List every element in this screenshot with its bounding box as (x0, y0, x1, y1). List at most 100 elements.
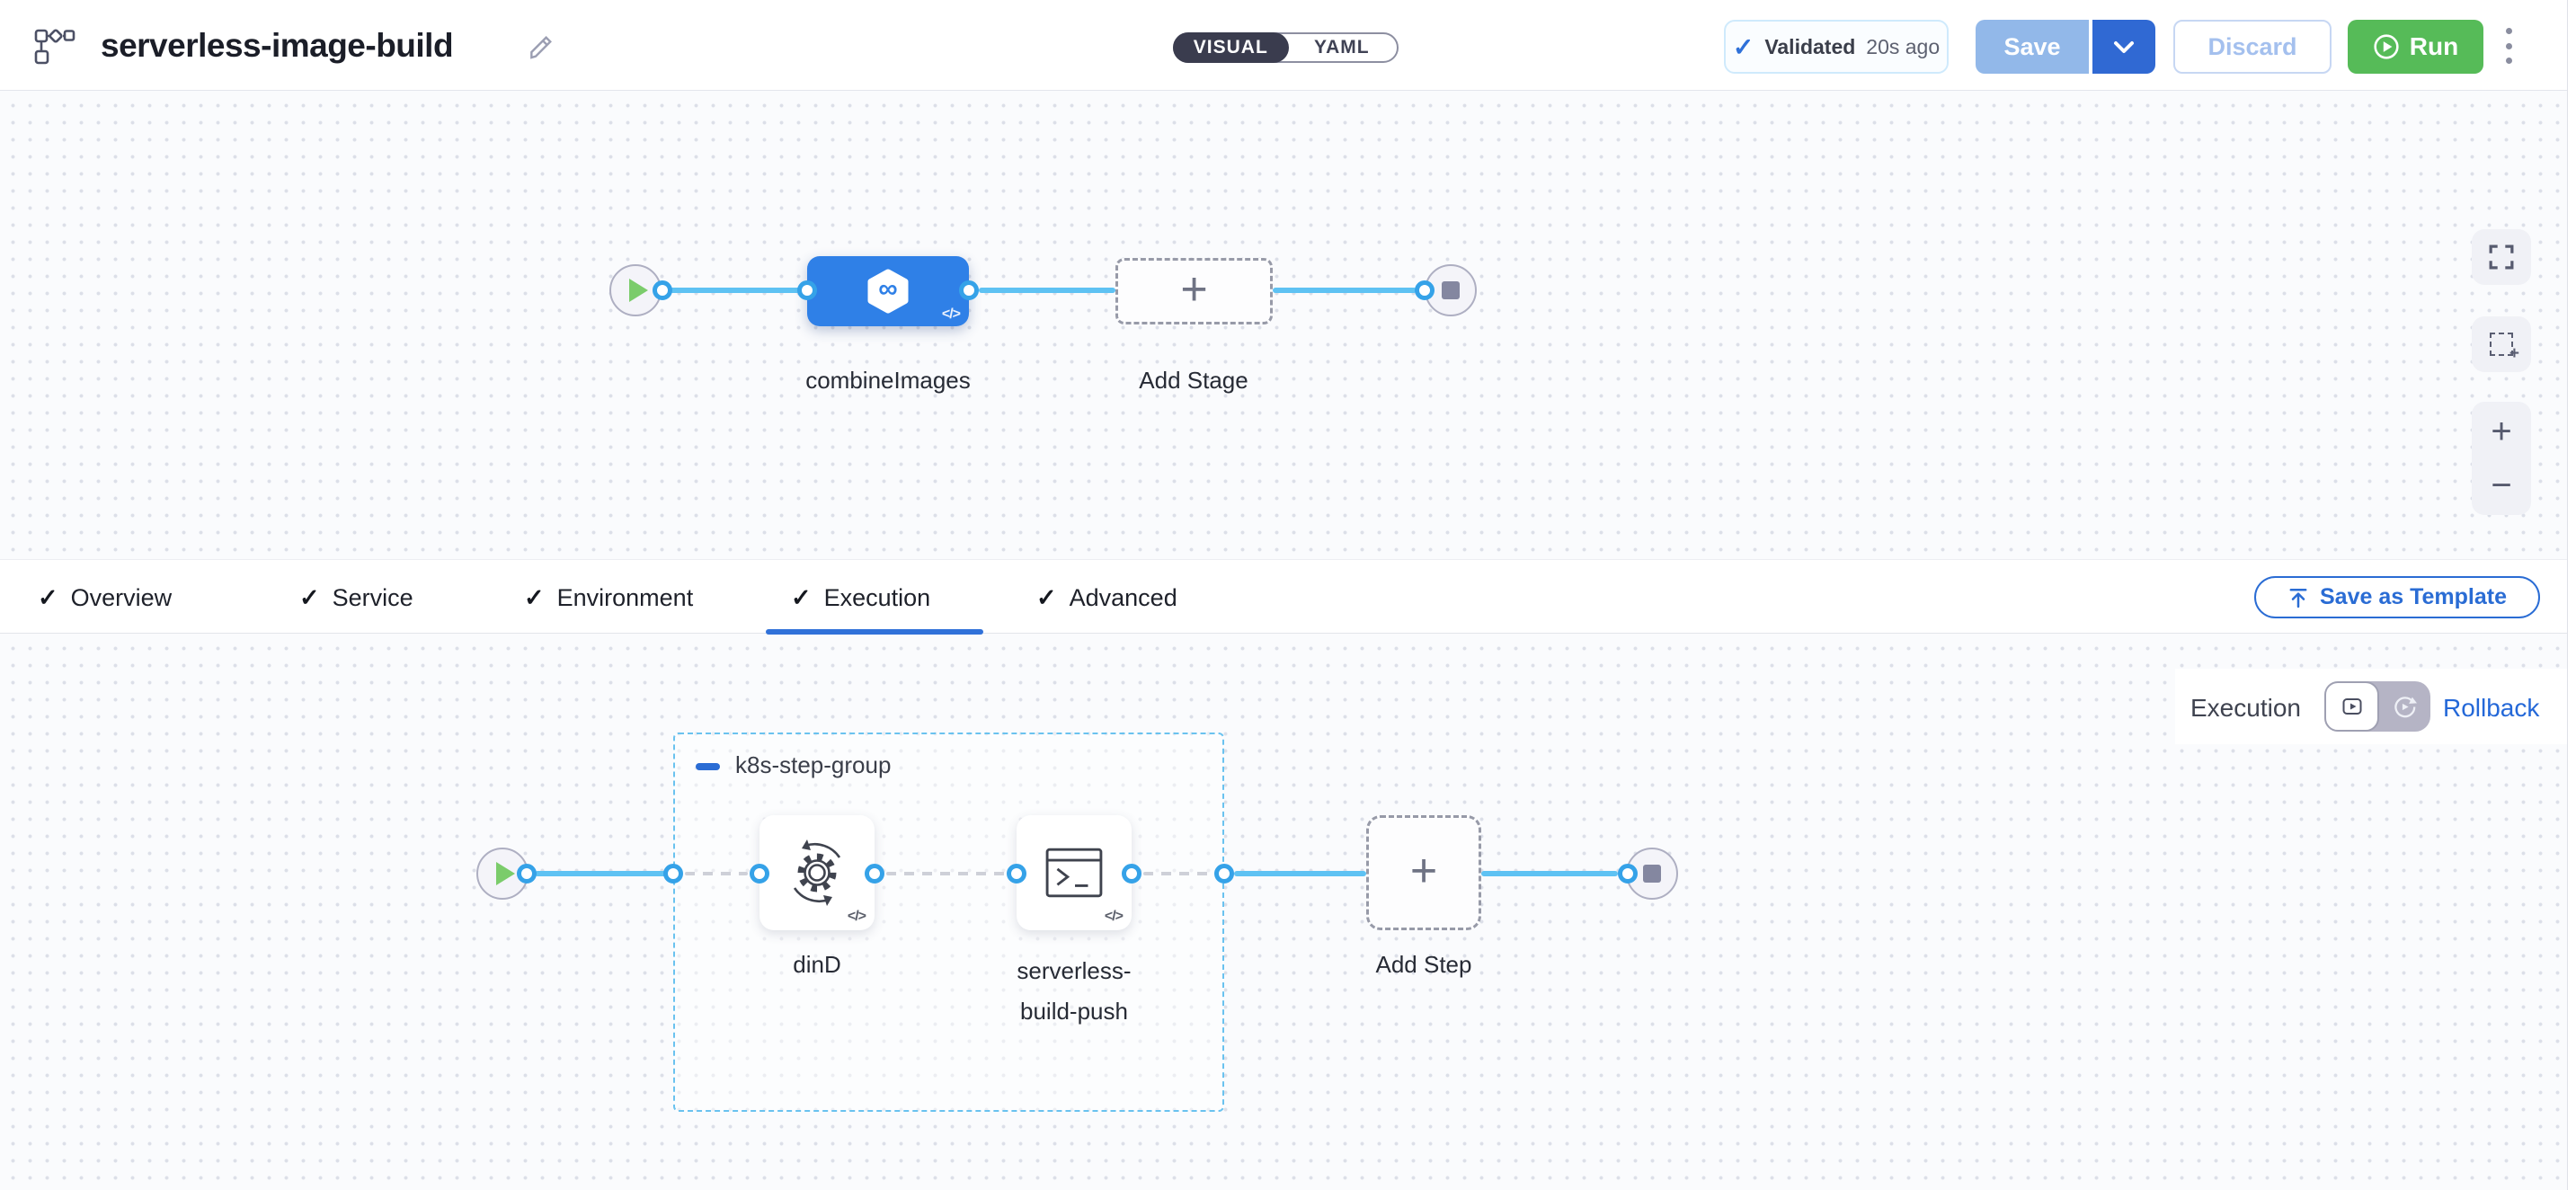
connector-line (1234, 871, 1366, 876)
more-options-button[interactable] (2502, 26, 2515, 66)
add-stage-label: Add Stage (1139, 367, 1248, 394)
code-icon: </> (941, 306, 961, 322)
tab-environment[interactable]: ✓ Environment (524, 583, 694, 611)
step-label: serverless- build-push (1017, 957, 1132, 1025)
node-port (865, 864, 884, 884)
execution-rollback-switch (2324, 681, 2430, 732)
step-label: dinD (793, 951, 841, 978)
kebab-dot (2505, 42, 2512, 49)
marquee-select-icon: + (2490, 333, 2519, 363)
save-as-template-button[interactable]: Save as Template (2254, 576, 2540, 618)
validated-label: Validated (1764, 34, 1856, 58)
ci-stage-icon: ∞ (863, 266, 913, 316)
execution-canvas[interactable]: Execution Rollback k8s-step-group (0, 634, 2576, 1190)
validated-time: 20s ago (1866, 34, 1941, 58)
zoom-in-button[interactable]: + (2491, 412, 2512, 451)
rollback-icon (2394, 696, 2417, 717)
connector-line (535, 871, 673, 876)
run-button[interactable]: Run (2348, 20, 2483, 74)
save-button[interactable]: Save (1976, 20, 2089, 74)
add-step-button[interactable]: + (1366, 815, 1481, 930)
group-port (1214, 864, 1234, 884)
check-icon: ✓ (38, 583, 58, 611)
validated-badge[interactable]: ✓ Validated 20s ago (1724, 20, 1949, 74)
active-tab-underline (766, 629, 983, 635)
kebab-dot (2505, 28, 2512, 34)
collapse-group-button[interactable] (696, 763, 720, 770)
node-port (1415, 280, 1435, 300)
multi-select-button[interactable]: + (2472, 316, 2531, 372)
pipeline-icon (34, 29, 76, 65)
tab-overview[interactable]: ✓ Overview (38, 583, 173, 611)
run-label: Run (2409, 32, 2459, 60)
connector-line (1481, 871, 1618, 876)
zoom-out-button[interactable]: − (2491, 466, 2512, 505)
stop-icon (1643, 865, 1661, 883)
plus-icon: + (1409, 845, 1438, 897)
pipeline-end-node (1425, 264, 1477, 316)
dashed-connector (1143, 872, 1213, 875)
scrollbar-gutter[interactable] (2567, 0, 2576, 1190)
dashed-connector (886, 872, 1005, 875)
run-step-terminal-icon (1045, 848, 1103, 898)
save-options-button[interactable] (2089, 20, 2155, 74)
run-play-icon (2374, 34, 2399, 59)
rollback-link[interactable]: Rollback (2443, 694, 2540, 722)
stage-label: combineImages (805, 367, 971, 394)
connector-line (670, 288, 807, 293)
rollback-mode-button[interactable] (2379, 681, 2430, 732)
execution-steps-icon (2342, 698, 2361, 715)
tab-service[interactable]: ✓ Service (299, 583, 413, 611)
kebab-dot (2505, 58, 2512, 64)
start-play-icon (629, 279, 648, 302)
step-node-serverless-build-push[interactable]: </> (1017, 815, 1132, 930)
code-icon: </> (1104, 909, 1124, 924)
chevron-down-icon (2114, 40, 2134, 53)
plus-icon: + (1180, 263, 1208, 315)
node-port (517, 864, 537, 884)
save-split-button: Save (1976, 20, 2155, 74)
start-play-icon (496, 862, 515, 885)
visual-yaml-toggle: VISUAL YAML (1173, 32, 1399, 63)
node-port (1618, 864, 1638, 884)
toggle-yaml[interactable]: YAML (1313, 37, 1370, 58)
check-icon: ✓ (524, 583, 545, 611)
node-port (653, 280, 672, 300)
service-dependency-gear-icon (793, 839, 841, 906)
connector-line (979, 288, 1115, 293)
execution-mode-label: Execution (2190, 694, 2301, 722)
check-icon: ✓ (1036, 583, 1057, 611)
check-icon: ✓ (791, 583, 812, 611)
connector-line (1273, 288, 1417, 293)
step-node-dind[interactable]: </> (759, 815, 875, 930)
node-port (1122, 864, 1141, 884)
node-port (1007, 864, 1026, 884)
discard-button[interactable]: Discard (2173, 20, 2332, 74)
step-group-k8s[interactable] (673, 733, 1224, 1112)
header: serverless-image-build VISUAL YAML ✓ Val… (0, 0, 2576, 91)
toggle-visual[interactable]: VISUAL (1173, 32, 1289, 63)
group-port (663, 864, 683, 884)
node-port (750, 864, 769, 884)
page-title: serverless-image-build (101, 27, 454, 64)
add-step-label: Add Step (1375, 951, 1472, 978)
tab-advanced[interactable]: ✓ Advanced (1036, 583, 1177, 611)
node-port (797, 280, 817, 300)
stage-node-combineimages[interactable]: ∞ </> (807, 256, 969, 326)
fullscreen-icon (2489, 244, 2514, 270)
edit-pencil-icon[interactable] (527, 32, 555, 61)
dashed-connector (685, 872, 748, 875)
stage-tabbar: ✓ Overview ✓ Service ✓ Environment ✓ Exe… (0, 559, 2576, 635)
stage-canvas[interactable]: ∞ </> + combineImages Add Stage + + − (0, 91, 2576, 559)
zoom-controls: + − (2472, 402, 2531, 515)
stop-icon (1442, 281, 1460, 299)
check-icon: ✓ (299, 583, 320, 611)
validated-check-icon: ✓ (1732, 32, 1754, 61)
step-group-label: k8s-step-group (735, 751, 892, 778)
upload-icon (2289, 588, 2307, 608)
execution-mode-button[interactable] (2324, 681, 2379, 732)
fullscreen-button[interactable] (2472, 229, 2531, 285)
tab-execution[interactable]: ✓ Execution (791, 583, 931, 611)
code-icon: </> (847, 909, 866, 924)
add-stage-button[interactable]: + (1115, 258, 1273, 324)
